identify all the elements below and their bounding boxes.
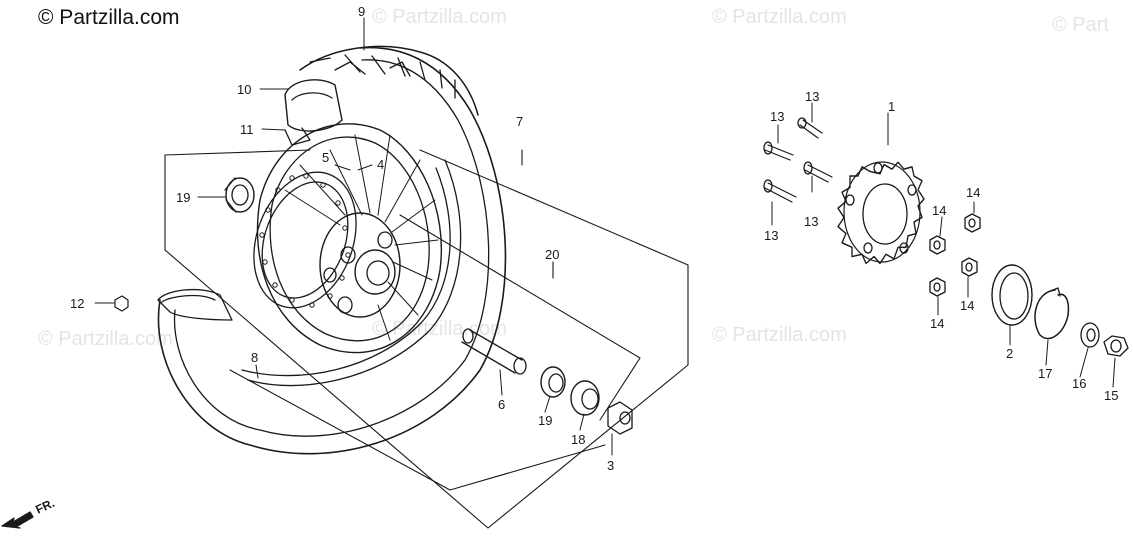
bracket-lines [164, 149, 689, 529]
callout-12: 12 [70, 296, 84, 311]
callout-9: 9 [358, 4, 365, 19]
callout-20: 20 [545, 247, 559, 262]
copyright-label: © Partzilla.com [38, 6, 180, 29]
callout-14: 14 [966, 185, 980, 200]
front-arrow-icon [1, 511, 34, 529]
callout-2: 2 [1006, 346, 1013, 361]
callout-4: 4 [377, 157, 384, 172]
callout-13: 13 [764, 228, 778, 243]
callout-10: 10 [237, 82, 251, 97]
sprocket-assembly [763, 117, 1129, 357]
callout-13: 13 [804, 214, 818, 229]
watermark: © Partzilla.com [372, 6, 507, 28]
callout-6: 6 [498, 397, 505, 412]
callout-5: 5 [322, 150, 329, 165]
callout-8: 8 [251, 350, 258, 365]
callout-11: 11 [240, 122, 254, 137]
callout-14: 14 [932, 203, 946, 218]
callout-14: 14 [930, 316, 944, 331]
callout-13: 13 [805, 89, 819, 104]
watermark: © Part [1052, 14, 1109, 36]
callout-17: 17 [1038, 366, 1052, 381]
callout-14: 14 [960, 298, 974, 313]
callout-7: 7 [516, 114, 523, 129]
watermark: © Partzilla.com [712, 324, 847, 346]
callout-16: 16 [1072, 376, 1086, 391]
watermark: © Partzilla.com [38, 328, 173, 350]
callout-18: 18 [571, 432, 585, 447]
callout-19: 19 [176, 190, 190, 205]
callout-19: 19 [538, 413, 552, 428]
axle-parts [114, 177, 633, 435]
callout-3: 3 [607, 458, 614, 473]
front-label: FR. [33, 496, 56, 517]
leader-lines [94, 17, 1116, 456]
callout-1: 1 [888, 99, 895, 114]
watermark: © Partzilla.com [712, 6, 847, 28]
callout-labels: 1 2 3 4 5 6 7 8 9 10 11 12 13 13 13 13 1… [70, 4, 1118, 473]
callout-13: 13 [770, 109, 784, 124]
callout-15: 15 [1104, 388, 1118, 403]
wheel-assembly [157, 45, 507, 455]
